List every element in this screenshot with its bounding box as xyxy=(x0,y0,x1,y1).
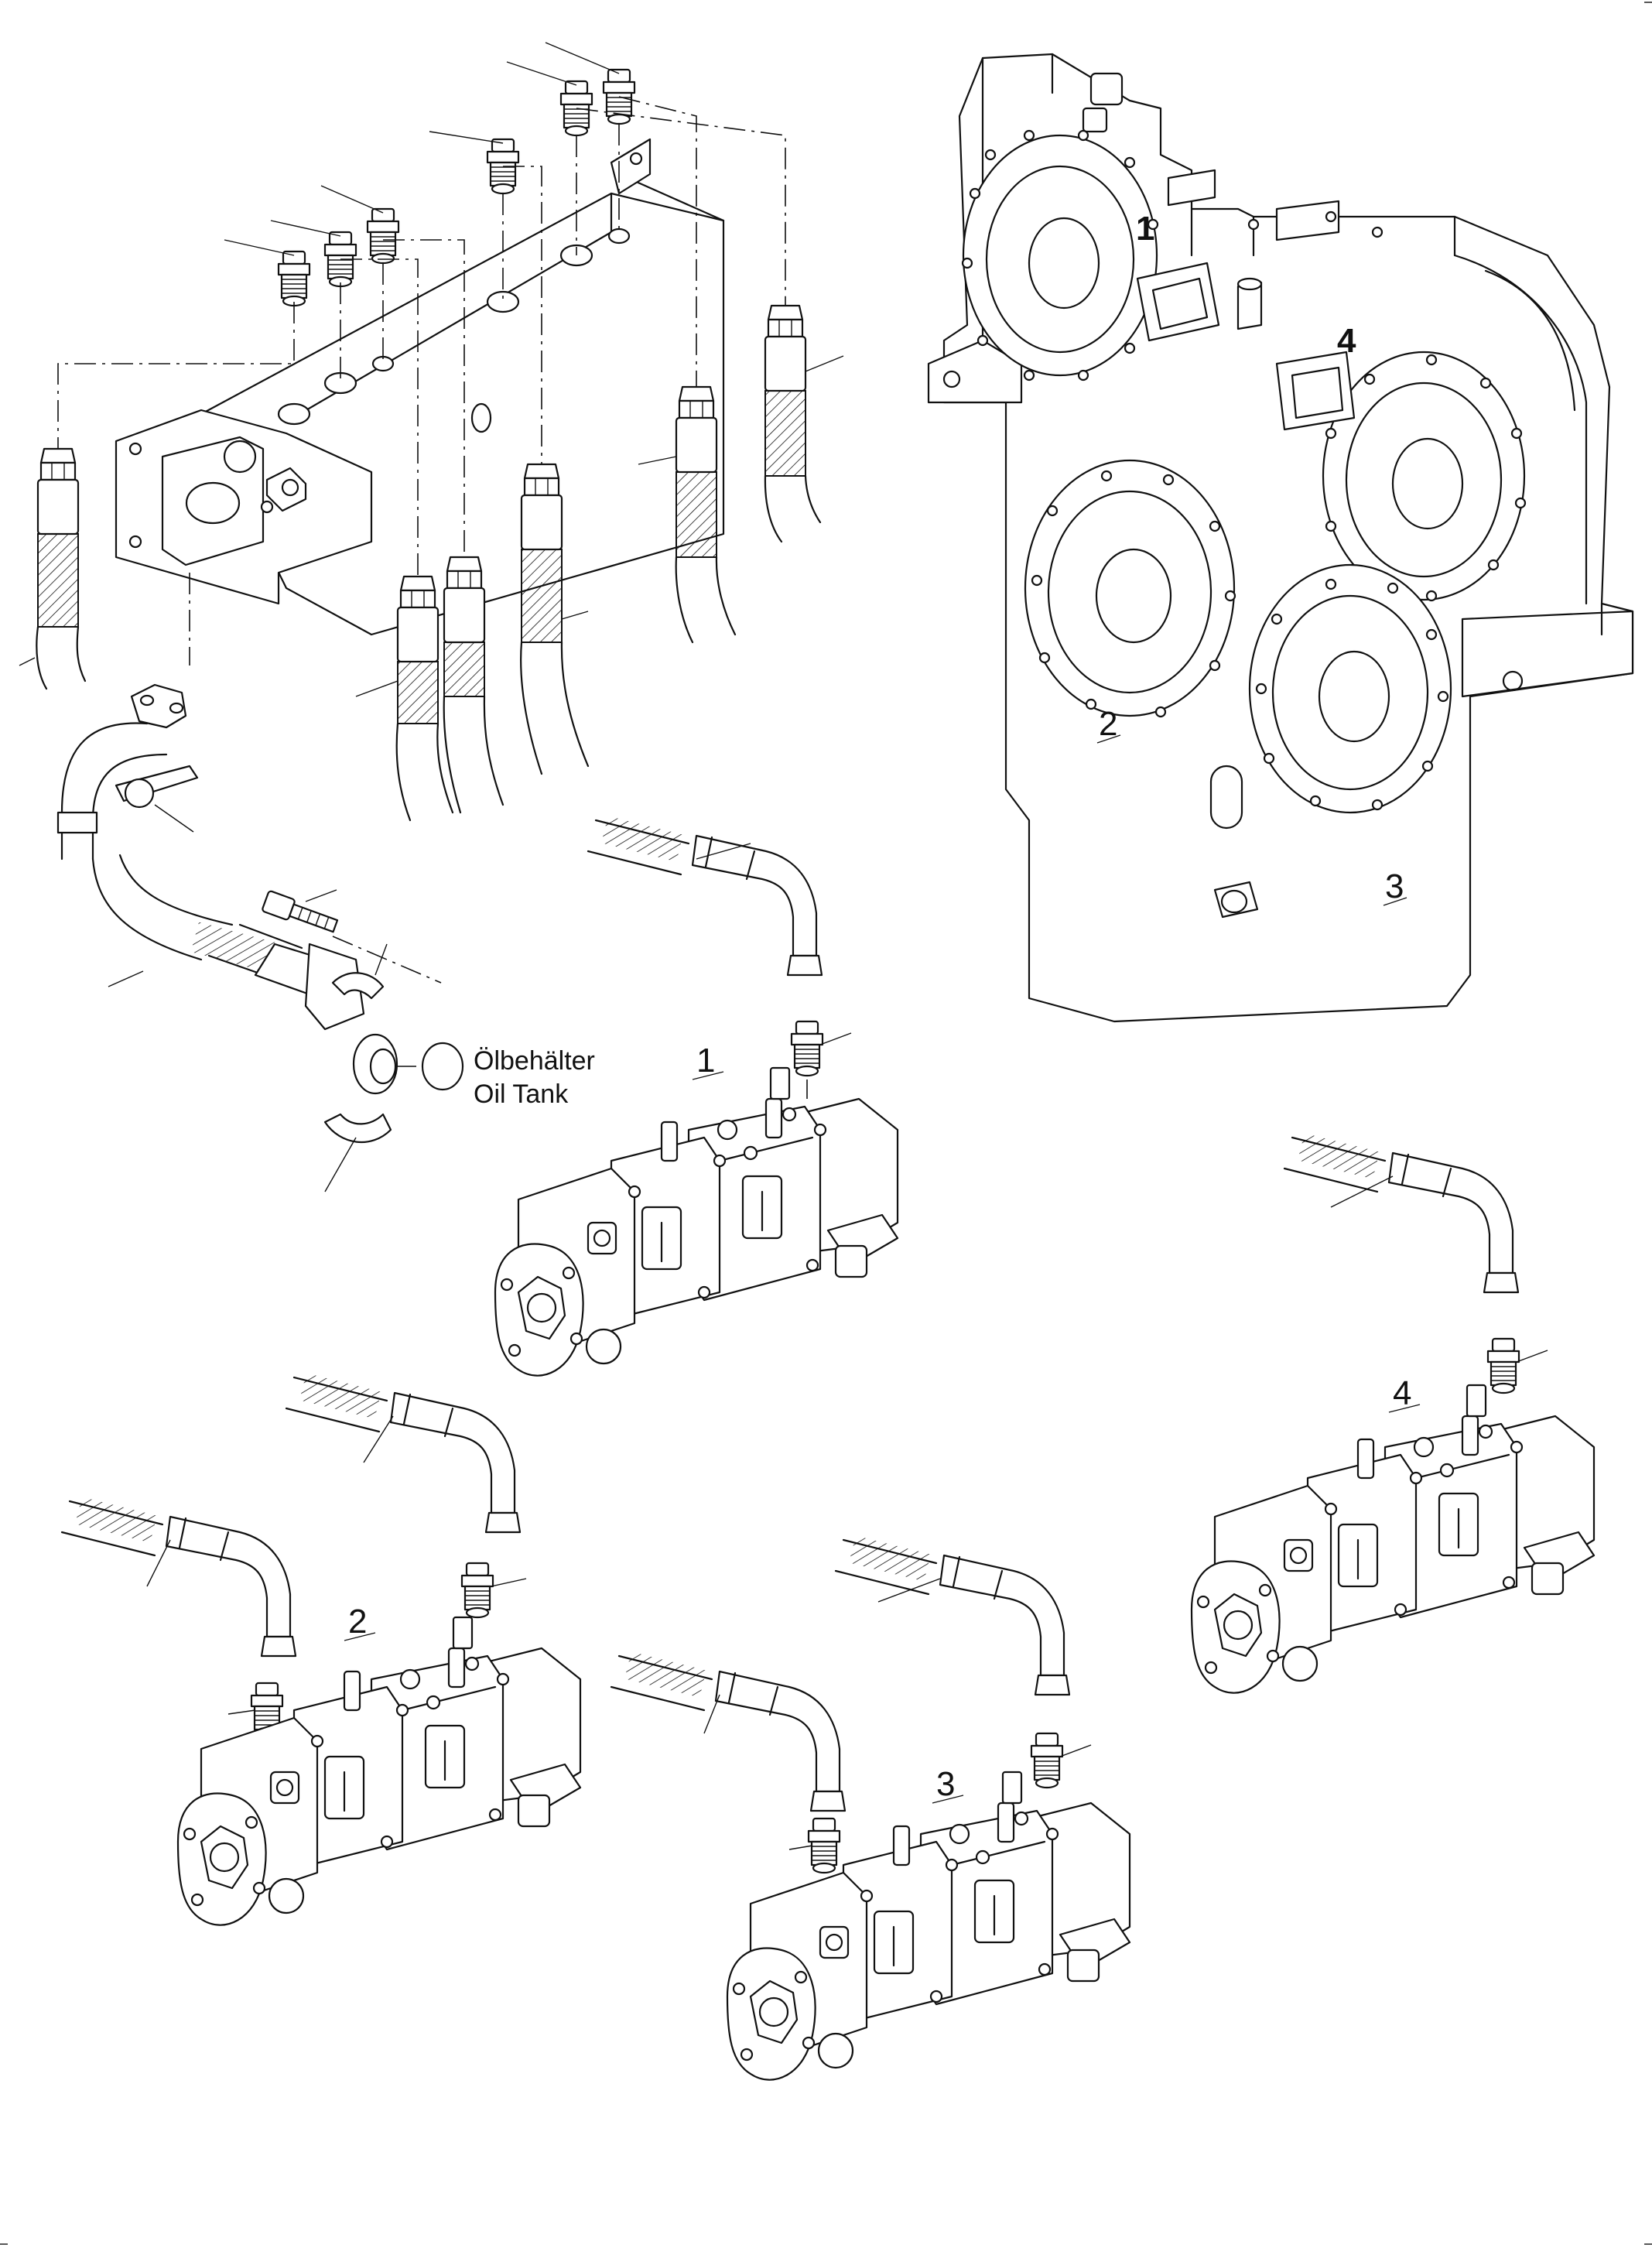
gearbox-assembly: 1 4 2 3 xyxy=(927,53,1634,1023)
pump-assembly-3: 3 xyxy=(610,1535,1131,2081)
pump-label-2: 2 xyxy=(348,1603,367,1641)
gearbox-port-2 xyxy=(1024,459,1236,718)
pump-label-1: 1 xyxy=(696,1042,715,1080)
pump-label-4: 4 xyxy=(1393,1374,1411,1412)
pump-assembly-2: 2 xyxy=(60,1372,582,1926)
oil-tank-label-de: Ölbehälter xyxy=(474,1046,595,1076)
o-ring xyxy=(421,1042,464,1091)
pump-assembly-1: 1 xyxy=(494,815,899,1377)
pump-label-3: 3 xyxy=(936,1765,955,1803)
hose-group xyxy=(19,304,844,822)
gearbox-port-4 xyxy=(1322,351,1527,602)
manifold-assembly: Ölbehälter Oil Tank xyxy=(19,42,844,1192)
gearbox-port-3 xyxy=(1248,563,1452,814)
oil-tank-label-en: Oil Tank xyxy=(474,1080,569,1109)
suction-pipe xyxy=(56,683,464,1192)
gearbox-port-1 xyxy=(961,129,1159,382)
gearbox-label-4: 4 xyxy=(1337,322,1356,360)
gearbox-label-1: 1 xyxy=(1136,210,1154,248)
pump-assembly-4: 4 xyxy=(1190,1132,1596,1694)
